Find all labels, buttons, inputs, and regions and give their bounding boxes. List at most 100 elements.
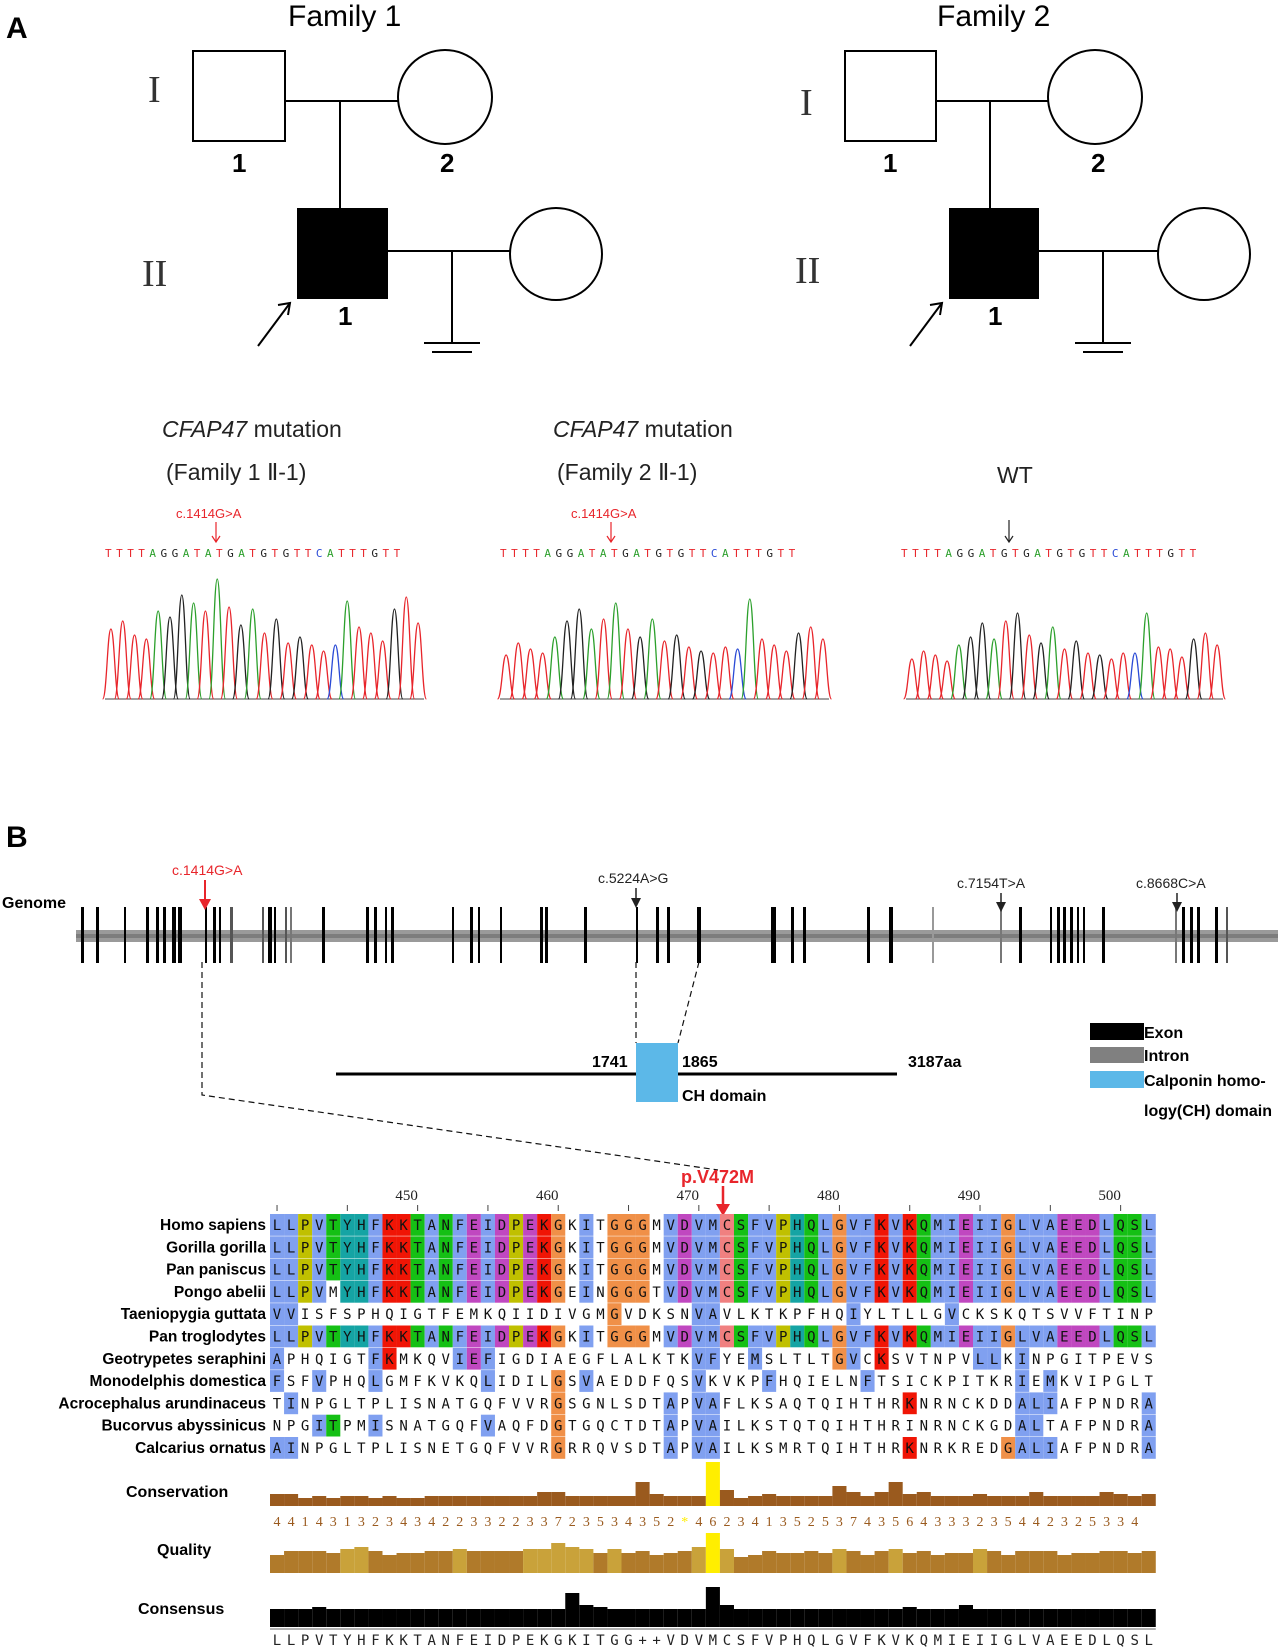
consensus-bar (705, 1587, 720, 1627)
base-letter: T (755, 547, 762, 560)
conservation-bar (719, 1490, 734, 1506)
residue: L (779, 1352, 787, 1368)
exon-bar (803, 907, 806, 963)
quality-bar (438, 1551, 453, 1573)
residue-bg (466, 1347, 481, 1370)
residue-bg (354, 1236, 369, 1259)
residue: S (681, 1374, 689, 1390)
residue: I (1088, 1374, 1096, 1390)
conservation-bar (298, 1498, 313, 1506)
exon-bar (213, 907, 216, 963)
residue: G (610, 1330, 618, 1346)
conservation-digit: 4 (920, 1515, 927, 1530)
residue: M (934, 1263, 942, 1279)
consensus-residue: G (624, 1633, 632, 1649)
residue-bg (424, 1258, 439, 1281)
residue-bg (452, 1280, 467, 1303)
residue-bg (1001, 1258, 1016, 1281)
base-letter: T (116, 547, 123, 560)
residue: P (779, 1218, 787, 1234)
residue: E (526, 1263, 534, 1279)
chromatogram-peak (740, 598, 759, 700)
chromatogram-peak (113, 620, 132, 700)
conservation-digit: 5 (822, 1515, 829, 1530)
legend-ch-label-2: logy(CH) domain (1144, 1103, 1272, 1120)
residue: S (287, 1374, 295, 1390)
consensus-bar (846, 1609, 861, 1627)
variant-label-1: c.1414G>A (172, 862, 243, 878)
residue: T (807, 1441, 816, 1457)
residue: A (1046, 1263, 1055, 1279)
quality-bar (537, 1549, 552, 1573)
residue-bg (705, 1347, 720, 1370)
conservation-digit: 2 (1047, 1515, 1054, 1530)
residue-bg (944, 1258, 959, 1281)
quality-bar (944, 1553, 959, 1573)
conservation-bar (1015, 1496, 1030, 1506)
base-letter: T (1090, 547, 1097, 560)
residue-bg (1085, 1214, 1100, 1236)
ruler-tick-label: 460 (536, 1188, 559, 1204)
chromatogram-peak (208, 578, 227, 700)
residue-bg (1141, 1437, 1156, 1459)
residue-bg (748, 1280, 763, 1303)
residue: I (976, 1218, 984, 1234)
conservation-bar (326, 1498, 341, 1506)
conservation-bar (438, 1496, 453, 1506)
residue: M (934, 1285, 942, 1301)
consensus-residue: G (835, 1633, 843, 1649)
conservation-bar (551, 1492, 566, 1506)
base-letter: A (544, 547, 551, 560)
consensus-bar (354, 1609, 369, 1627)
residue: G (835, 1285, 843, 1301)
conservation-digit: 3 (1117, 1515, 1124, 1530)
residue-bg (1015, 1347, 1030, 1370)
residue: K (652, 1352, 661, 1368)
residue-bg (340, 1280, 355, 1303)
consensus-residue: G (610, 1633, 618, 1649)
residue-bg (424, 1325, 439, 1348)
residue: S (343, 1307, 351, 1323)
residue-bg (987, 1347, 1002, 1370)
consensus-label: Consensus (138, 1601, 224, 1618)
consensus-residue: L (273, 1633, 281, 1649)
base-letter: T (644, 547, 651, 560)
residue-bg (466, 1214, 481, 1236)
residue: K (399, 1218, 408, 1234)
base-letter: T (216, 547, 223, 560)
quality-bar (860, 1555, 875, 1573)
consensus-bar (916, 1609, 931, 1627)
residue: F (723, 1396, 731, 1412)
residue: I (723, 1441, 731, 1457)
residue-bg (705, 1280, 720, 1303)
residue: T (357, 1396, 366, 1412)
residue: Q (793, 1396, 801, 1412)
residue: V (695, 1441, 704, 1457)
conservation-digit: 3 (330, 1515, 337, 1530)
residue: H (821, 1307, 829, 1323)
residue: V (442, 1374, 451, 1390)
residue: K (568, 1218, 577, 1234)
conservation-bar (494, 1496, 510, 1506)
residue-bg (691, 1236, 706, 1259)
residue: S (1130, 1240, 1138, 1256)
residue-bg (270, 1236, 285, 1259)
residue: L (1102, 1263, 1110, 1279)
residue: G (610, 1240, 618, 1256)
residue: H (877, 1396, 885, 1412)
conservation-digit: 3 (934, 1515, 941, 1530)
residue-bg (579, 1280, 594, 1303)
legend: Exon Intron Calponin homo- logy(CH) doma… (1090, 1023, 1272, 1120)
consensus-bar (382, 1609, 397, 1627)
residue: S (737, 1240, 745, 1256)
residue-bg (677, 1325, 692, 1348)
base-letter: T (338, 547, 345, 560)
consensus-residue: K (399, 1633, 408, 1649)
residue: L (821, 1263, 829, 1279)
exon-bar (667, 907, 670, 963)
residue-bg (480, 1258, 495, 1281)
chromatogram-peak (509, 642, 528, 700)
residue: M (399, 1352, 407, 1368)
residue: C (723, 1240, 731, 1256)
conservation-bar (958, 1496, 973, 1506)
